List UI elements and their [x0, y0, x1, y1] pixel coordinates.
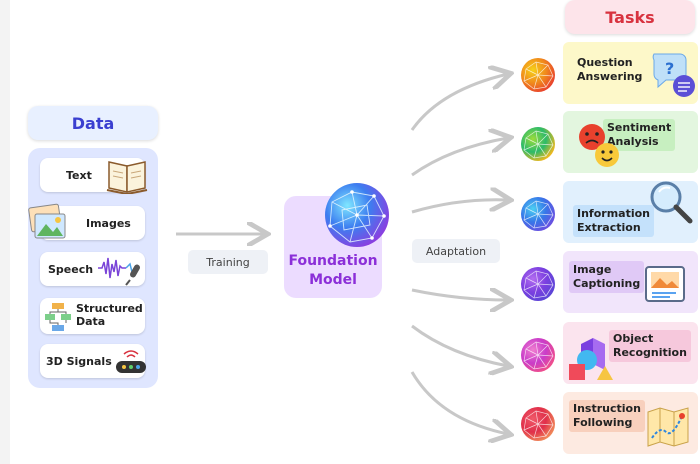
data-item-speech: Speech	[40, 252, 145, 286]
model-line2: Model	[309, 272, 357, 288]
adaptation-arrow-captioning	[411, 290, 508, 300]
model-line1: Foundation	[288, 253, 378, 269]
task-globe-icon	[521, 197, 555, 231]
task-label-line2: Extraction	[577, 221, 641, 234]
task-label-line2: Following	[573, 416, 633, 429]
task-globe-icon	[521, 267, 555, 301]
photo-icon	[28, 203, 66, 239]
flowchart-icon	[45, 303, 71, 331]
adaptation-arrow-qa	[410, 74, 508, 131]
task-label-line1: Instruction	[573, 402, 641, 415]
shapes-icon	[569, 338, 613, 380]
sensor-device-icon	[116, 350, 146, 373]
tasks-section-title: Tasks	[565, 0, 695, 34]
map-route-icon	[647, 407, 689, 447]
data-item-label: Speech	[48, 262, 94, 276]
data-item-line2: Data	[76, 315, 106, 328]
question-chat-icon: ?	[652, 53, 695, 97]
data-item-3d-signals: 3D Signals	[40, 344, 146, 378]
task-label-line1: Question	[577, 56, 633, 69]
task-label-line1: Image	[573, 263, 612, 276]
data-item-line1: Structured	[76, 302, 143, 315]
task-label-line1: Information	[577, 207, 650, 220]
magnifier-icon	[650, 181, 693, 224]
task-label-line2: Answering	[577, 70, 643, 83]
task-label-line1: Object	[613, 332, 654, 345]
task-globe-icon	[521, 407, 555, 441]
task-globe-icon	[521, 338, 555, 372]
data-item-text: Text	[40, 158, 148, 194]
book-icon	[106, 161, 148, 194]
task-label-line2: Recognition	[613, 346, 687, 359]
data-item-images: Images	[28, 203, 145, 240]
task-label-line1: Sentiment	[607, 121, 672, 134]
svg-text:?: ?	[665, 59, 674, 78]
data-item-label: Text	[66, 168, 92, 182]
adaptation-label: Adaptation	[412, 239, 500, 263]
data-item-label: 3D Signals	[46, 354, 112, 368]
task-globe-icon	[521, 58, 555, 92]
data-item-label: Images	[86, 216, 131, 230]
data-item-label-structured: Structured Data	[76, 302, 143, 328]
adaptation-arrow-instruction	[410, 371, 508, 434]
foundation-model-label: Foundation Model	[284, 252, 382, 290]
microphone-waveform-icon	[98, 257, 140, 286]
training-label: Training	[188, 250, 268, 274]
data-section-title: Data	[28, 106, 158, 140]
data-item-structured: Structured Data	[40, 298, 145, 334]
emoji-faces-icon	[579, 124, 619, 167]
data-panel: Text Images Speech	[28, 148, 158, 388]
globe-network-icon	[325, 183, 389, 247]
task-label-line2: Captioning	[573, 277, 641, 290]
adaptation-arrow-sentiment	[411, 138, 508, 177]
task-globe-icon	[521, 127, 555, 161]
adaptation-arrow-recognition	[411, 324, 508, 366]
picture-frame-icon	[645, 266, 685, 302]
task-label-line2: Analysis	[607, 135, 659, 148]
adaptation-arrow-extraction	[411, 200, 508, 214]
